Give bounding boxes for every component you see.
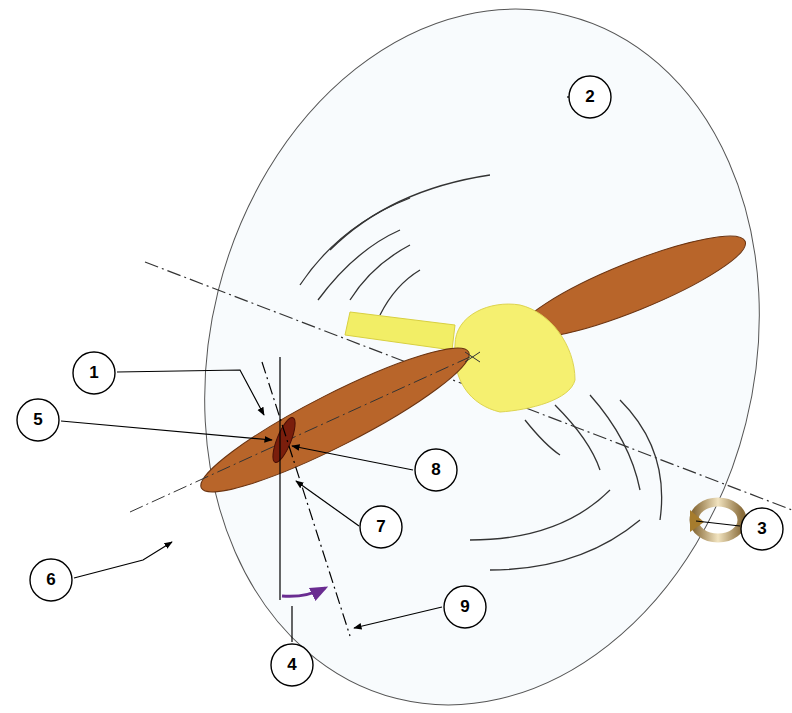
rotor-disc: [133, 0, 792, 713]
leader-lines: [61, 97, 740, 642]
callout-circle: 6: [29, 558, 73, 602]
callout-circle: 7: [359, 505, 403, 549]
callout-number: 5: [16, 398, 60, 442]
callout-number: 8: [414, 448, 458, 492]
callout-number: 2: [568, 75, 612, 119]
callout-number: 1: [72, 351, 116, 395]
callout-number: 7: [359, 505, 403, 549]
callout-circle: 4: [270, 643, 314, 687]
motion-lines: [300, 175, 662, 570]
spinner: [455, 304, 575, 412]
pitch-angle-arc: [282, 588, 325, 596]
callout-number: 4: [270, 643, 314, 687]
callout-number: 9: [443, 585, 487, 629]
callout-circle: 5: [16, 398, 60, 442]
blade-axis: [130, 356, 472, 512]
callout-circle: 9: [443, 585, 487, 629]
callout-circle: 8: [414, 448, 458, 492]
callout-number: 3: [740, 507, 784, 551]
blade-section: [269, 415, 300, 465]
propeller-blade: [190, 329, 481, 512]
callout-circle: 3: [740, 507, 784, 551]
shaft: [345, 312, 455, 350]
callout-circle: 2: [568, 75, 612, 119]
callout-circle: 1: [72, 351, 116, 395]
callout-number: 6: [29, 558, 73, 602]
chord-line: [262, 362, 350, 636]
reference-line: [279, 357, 280, 600]
